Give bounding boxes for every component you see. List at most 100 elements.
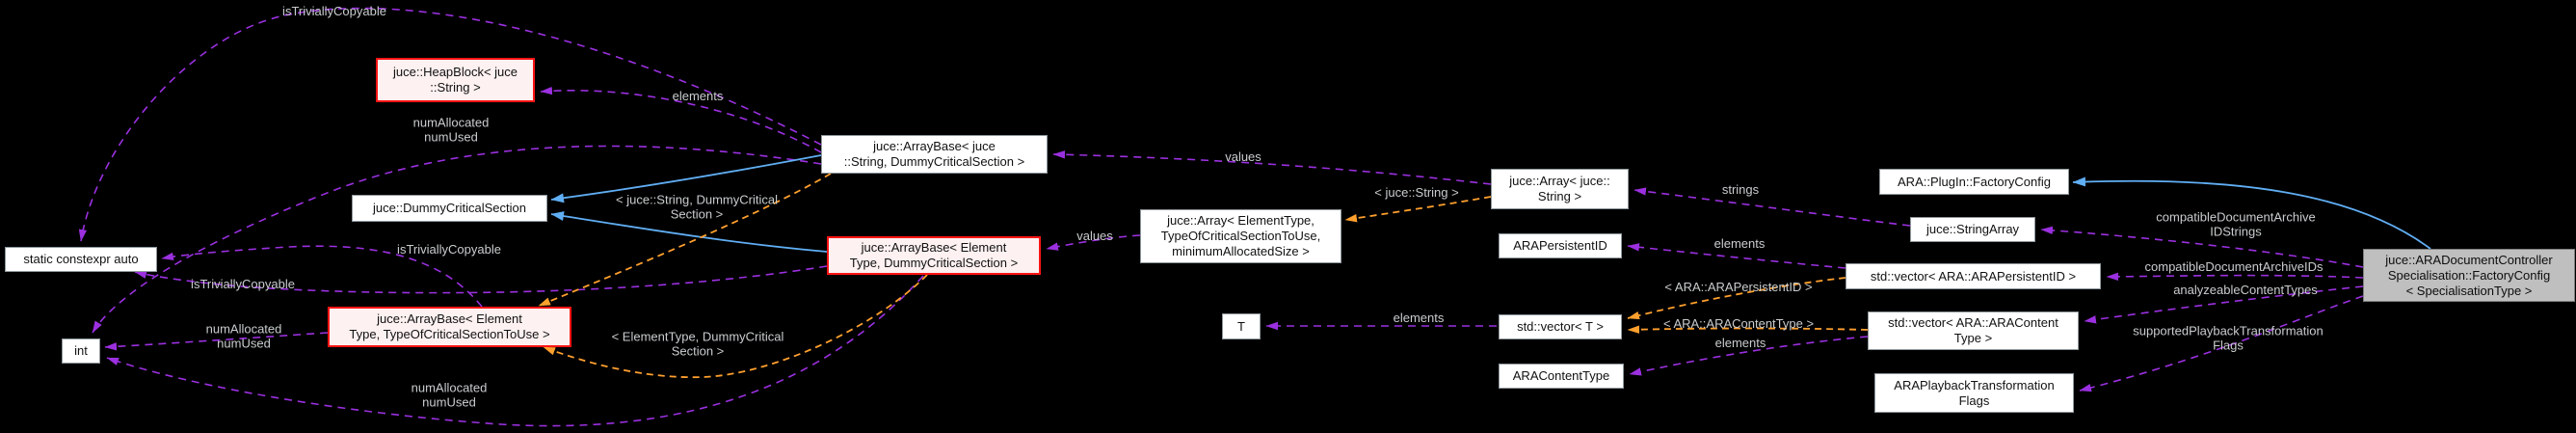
edge-template-24 (1627, 325, 1869, 334)
edge-usage-0 (78, 7, 822, 242)
node-label-line: juce::DummyCriticalSection (373, 201, 526, 215)
node-label-line: ::String > (430, 80, 481, 95)
node-heapblock-juce-string[interactable]: juce::HeapBlock< juce::String > (376, 58, 535, 102)
node-label-line: Specialisation::FactoryConfig (2387, 267, 2551, 283)
node-label-line: T (1237, 318, 1245, 334)
edge-label: analyzeableContentTypes (2173, 282, 2318, 298)
node-std-vector-ara-persistentid[interactable]: std::vector< ARA::ARAPersistentID > (1846, 263, 2101, 289)
edge-label-line: < ARA::ARAContentType > (1662, 315, 1815, 331)
edge-label: isTriviallyCopyable (397, 241, 501, 257)
node-label-line: int (74, 343, 88, 358)
edge-label-line: isTriviallyCopyable (397, 241, 501, 257)
edge-usage-8 (1052, 150, 1492, 185)
edge-label-line: compatibleDocumentArchive (2156, 209, 2316, 225)
edge-label: elements (1714, 236, 1766, 252)
node-array-elementtype-template[interactable]: juce::Array< ElementType,TypeOfCriticalS… (1140, 209, 1341, 263)
edge-label-line: Section > (670, 206, 724, 221)
node-int[interactable]: int (62, 338, 100, 364)
edge-label-line: Section > (671, 343, 725, 358)
edge-label-line: isTriviallyCopyable (282, 3, 386, 18)
node-label-line: juce::ARADocumentController (2385, 252, 2553, 267)
edge-label-line: compatibleDocumentArchiveIDs (2144, 258, 2324, 274)
edge-label-line: IDStrings (2210, 224, 2262, 238)
node-label-line: juce::ArrayBase< Element (377, 311, 522, 326)
edge-label-line: elements (672, 88, 724, 103)
edge-template-23 (1627, 277, 1846, 320)
node-label-line: Type > (1953, 331, 1993, 345)
edge-usage-13 (2040, 226, 2364, 268)
node-label-line: ::String, DummyCriticalSection > (843, 154, 1025, 169)
node-arraybase-juce-string-dummycriticalsection[interactable]: juce::ArrayBase< juce::String, DummyCrit… (821, 135, 1048, 174)
node-label-line: < SpecialisationType > (2405, 283, 2533, 298)
edge-label-line: numAllocated (412, 115, 490, 130)
edge-template-20 (538, 173, 832, 307)
edge-label: isTriviallyCopyable (191, 277, 295, 292)
edge-label-line: Flags (2213, 338, 2244, 352)
node-label-line: std::vector< ARA::ARAPersistentID > (1870, 268, 2077, 284)
edge-label: elements (672, 88, 724, 104)
edge-label: isTriviallyCopyable (282, 3, 386, 19)
node-label-line: ARAPersistentID (1513, 238, 1607, 253)
edge-label-line: numAllocated (411, 380, 488, 395)
edge-label-line: elements (1393, 310, 1445, 325)
node-label-line: Flags (1958, 392, 1990, 408)
edge-label-line: numUsed (424, 129, 478, 144)
node-label-line: juce::ArrayBase< Element (861, 240, 1007, 255)
node-label-line: ARA::PlugIn::FactoryConfig (1898, 174, 2051, 189)
node-label-line: minimumAllocatedSize > (1172, 244, 1310, 258)
edge-usage-6 (106, 275, 924, 427)
node-juce-stringarray[interactable]: juce::StringArray (1910, 217, 2035, 242)
node-dummy-critical-section[interactable]: juce::DummyCriticalSection (352, 195, 547, 222)
node-ara-content-type[interactable]: ARAContentType (1499, 364, 1624, 389)
edge-usage-4 (104, 332, 329, 351)
edge-usage-9 (1633, 187, 1911, 227)
edge-label-line: analyzeableContentTypes (2173, 282, 2318, 297)
edge-inheritance-19 (2072, 176, 2431, 250)
node-t[interactable]: T (1222, 313, 1261, 339)
edge-label-line: < ARA::ARAPersistentID > (1664, 279, 1813, 294)
edge-label: < ARA::ARAPersistentID > (1664, 279, 1813, 295)
node-label-line: Type, TypeOfCriticalSectionToUse > (349, 327, 550, 341)
edge-label-line: < juce::String > (1374, 184, 1459, 200)
edge-label-line: numAllocated (205, 321, 282, 337)
node-label-line: juce::ArrayBase< juce (873, 139, 996, 153)
edge-label-line: < juce::String, DummyCritical (616, 192, 778, 207)
edge-inheritance-18 (550, 211, 828, 253)
edge-usage-2 (92, 145, 822, 334)
edge-label-line: numUsed (217, 336, 271, 350)
edge-label-line: supportedPlaybackTransformation (2133, 323, 2324, 338)
node-static-constexpr-auto[interactable]: static constexpr auto (5, 247, 157, 272)
edge-label-line: < ElementType, DummyCritical (611, 329, 784, 344)
edge-label-line: values (1076, 228, 1113, 243)
edge-template-21 (543, 274, 928, 379)
edge-usage-11 (1629, 336, 1869, 376)
edge-label: < ARA::ARAContentType > (1662, 315, 1815, 332)
node-ara-persistent-id[interactable]: ARAPersistentID (1499, 233, 1622, 258)
node-label-line: juce::Array< ElementType, (1167, 213, 1315, 228)
edge-label: elements (1394, 311, 1445, 326)
node-label-line: juce::Array< juce:: (1509, 174, 1610, 188)
edge-label: strings (1722, 182, 1759, 198)
node-std-vector-t[interactable]: std::vector< T > (1499, 314, 1622, 339)
node-array-juce-string[interactable]: juce::Array< juce::String > (1491, 169, 1629, 209)
node-label-line: juce::HeapBlock< juce (393, 65, 518, 79)
node-label-line: std::vector< T > (1517, 319, 1604, 334)
node-label-line: ARAPlaybackTransformation (1894, 377, 2055, 392)
edge-usage-14 (2106, 272, 2364, 282)
edge-usage-3 (161, 245, 483, 308)
node-ara-plugin-factoryconfig[interactable]: ARA::PlugIn::FactoryConfig (1879, 169, 2069, 195)
edge-template-22 (1344, 196, 1492, 223)
edge-usage-7 (1046, 234, 1141, 251)
node-label-line: static constexpr auto (23, 252, 139, 266)
